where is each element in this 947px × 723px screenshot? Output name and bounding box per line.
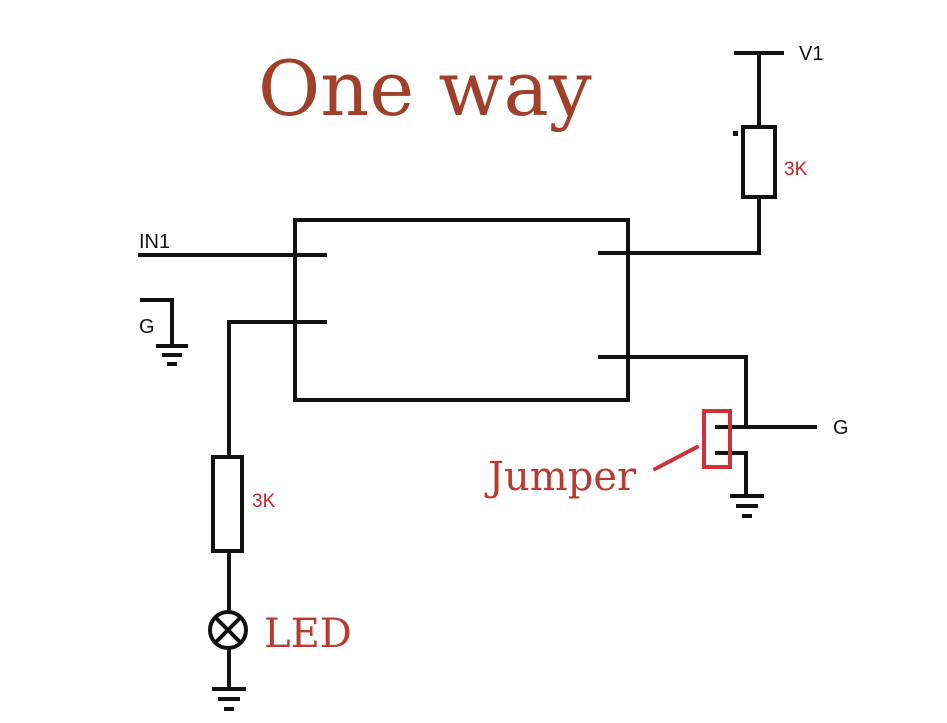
led-lamp	[208, 610, 248, 650]
resistor-top	[741, 125, 777, 199]
ground-led	[212, 646, 246, 711]
resistor-top-dot	[733, 131, 738, 136]
ground-left	[140, 298, 188, 366]
jumper-pointer	[653, 445, 699, 471]
ground-right	[730, 494, 764, 518]
jumper-box	[702, 409, 732, 469]
ground-left-label: G	[139, 316, 155, 338]
diagram-title: One way	[258, 44, 592, 133]
resistor-bottom	[211, 455, 244, 553]
led-label: LED	[264, 611, 352, 657]
supply-label: V1	[799, 43, 823, 65]
resistor-bottom-label: 3K	[252, 491, 276, 512]
in1-label: IN1	[139, 231, 170, 253]
supply-v1	[734, 51, 784, 129]
jumper-label: Jumper	[484, 454, 637, 500]
resistor-top-label: 3K	[784, 159, 808, 180]
ground-right-label: G	[833, 417, 849, 439]
module-box	[293, 218, 630, 402]
